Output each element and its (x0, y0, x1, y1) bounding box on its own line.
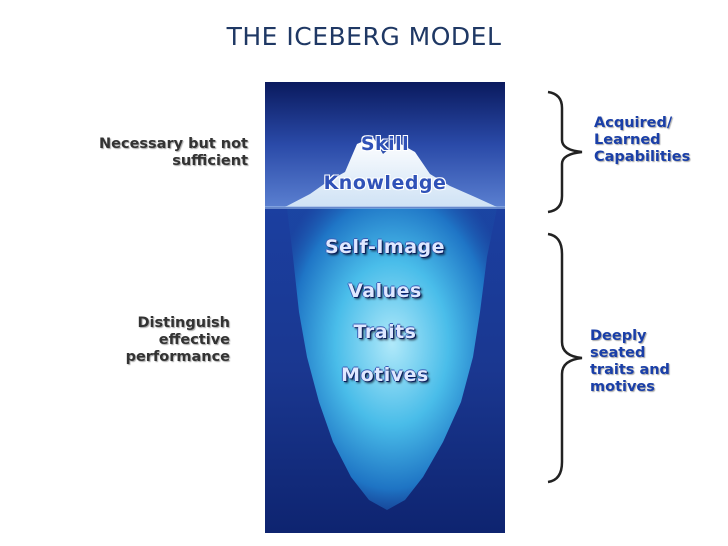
right-label-line: Acquired/ (594, 115, 673, 131)
left-label-line: effective (158, 332, 230, 348)
left-label-line: Distinguish (137, 315, 231, 331)
iceberg-label-values: Values (348, 280, 422, 302)
left-label-necessary: Necessary but not sufficient (60, 136, 248, 170)
curly-brace-top (547, 90, 583, 214)
right-label-acquired: Acquired/ Learned Capabilities (594, 115, 724, 166)
left-label-line: performance (125, 349, 230, 365)
page-title: THE ICEBERG MODEL (226, 22, 502, 51)
right-label-deeply: Deeply seated traits and motives (590, 328, 720, 396)
iceberg-label-knowledge: Knowledge (323, 172, 447, 194)
left-label-distinguish: Distinguish effective performance (80, 315, 230, 366)
right-label-line: traits and (590, 362, 670, 378)
iceberg-label-traits: Traits (353, 321, 417, 343)
right-label-line: motives (590, 379, 655, 395)
left-label-line: Necessary but not (99, 136, 248, 152)
iceberg-label-motives: Motives (341, 364, 429, 386)
waterline (265, 206, 505, 209)
right-label-line: Deeply (590, 328, 647, 344)
right-label-line: Learned (594, 132, 661, 148)
iceberg-image (265, 82, 505, 533)
iceberg-tip (285, 137, 497, 207)
right-label-line: Capabilities (594, 149, 691, 165)
iceberg-label-self-image: Self-Image (324, 236, 446, 258)
left-label-line: sufficient (172, 153, 248, 169)
right-label-line: seated (590, 345, 646, 361)
curly-brace-bottom (547, 232, 583, 484)
iceberg-underwater (287, 208, 497, 510)
iceberg-label-skill: Skill (360, 133, 410, 155)
